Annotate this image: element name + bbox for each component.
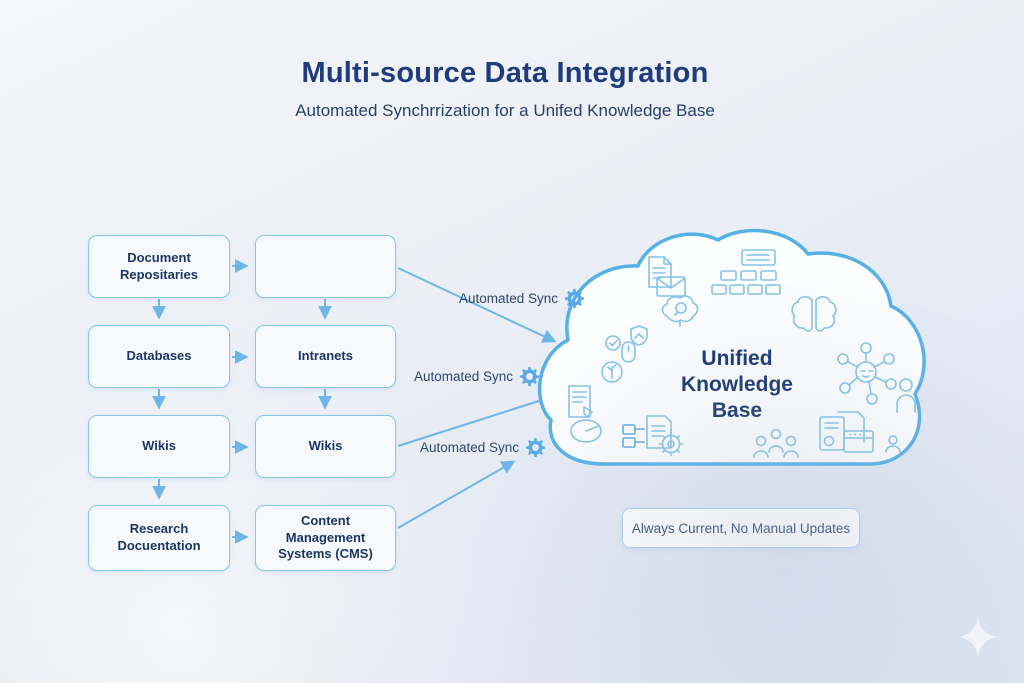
status-badge-label: Always Current, No Manual Updates [631,520,851,536]
brain-search-icon [661,295,699,327]
sparkle-icon [958,617,998,657]
page-subtitle: Automated Synchrrization for a Unifed Kn… [295,101,715,120]
intermediate-box-label: Intranets [298,348,353,364]
cloud-title-line-3: Base [711,399,763,422]
mouse-icon [621,341,636,363]
intermediate-box-label: Content Management Systems (CMS) [278,512,373,562]
sync-label-text: Automated Sync [413,368,513,384]
status-badge-always-current: Always Current, No Manual Updates [622,508,860,548]
document-edit-icon [568,385,593,418]
envelope-icon [656,276,686,297]
intermediate-box-empty [255,235,396,298]
gear-icon [525,437,546,457]
flow-boxes-icon [622,424,645,448]
small-people-icon [885,435,901,453]
intermediate-box-label: Wikis [308,438,343,454]
source-box-wikis: Wikis [88,415,230,478]
source-box-label: Research Docuentation [117,521,201,553]
intermediate-box-cms: Content Management Systems (CMS) [255,505,396,571]
sync-label-text: Automated Sync [419,439,519,455]
people-icon [753,428,799,458]
page-title: Multi-source Data Integration [301,57,709,89]
network-hub-icon [837,342,897,405]
intermediate-box-wikis: Wikis [255,415,396,478]
source-box-research-docuentation: Research Docuentation [88,505,230,571]
cloud-title-line-2: Knowledge [680,373,793,396]
source-box-label: Document Repositaries [119,249,199,282]
source-box-document-repositaries: Document Repositaries [88,235,230,298]
cloud-title-line-1: Unified [701,347,773,370]
document-icon [648,256,672,288]
sync-label-2: Automated Sync [395,364,540,388]
shield-arrow-icon [630,325,648,346]
source-box-databases: Databases [88,325,230,388]
check-badge-icon [605,335,621,351]
intermediate-box-intranets: Intranets [255,325,396,388]
pie-chart-icon [570,419,602,443]
sync-label-text: Automated Sync [458,290,558,306]
sync-line-3 [397,460,516,529]
tree-icon [601,361,623,383]
gear-icon [519,366,540,386]
cloud-title: Unified Knowledge Base [637,346,837,424]
sync-label-3: Automated Sync [400,435,546,459]
sync-label-1: Automated Sync [420,286,585,310]
person-icon [896,378,916,413]
sitemap-icon [711,249,781,295]
brain-icon [791,296,837,332]
source-box-label: Databases [126,348,192,364]
gear-icon [564,288,585,308]
source-box-label: Wikis [142,438,176,454]
